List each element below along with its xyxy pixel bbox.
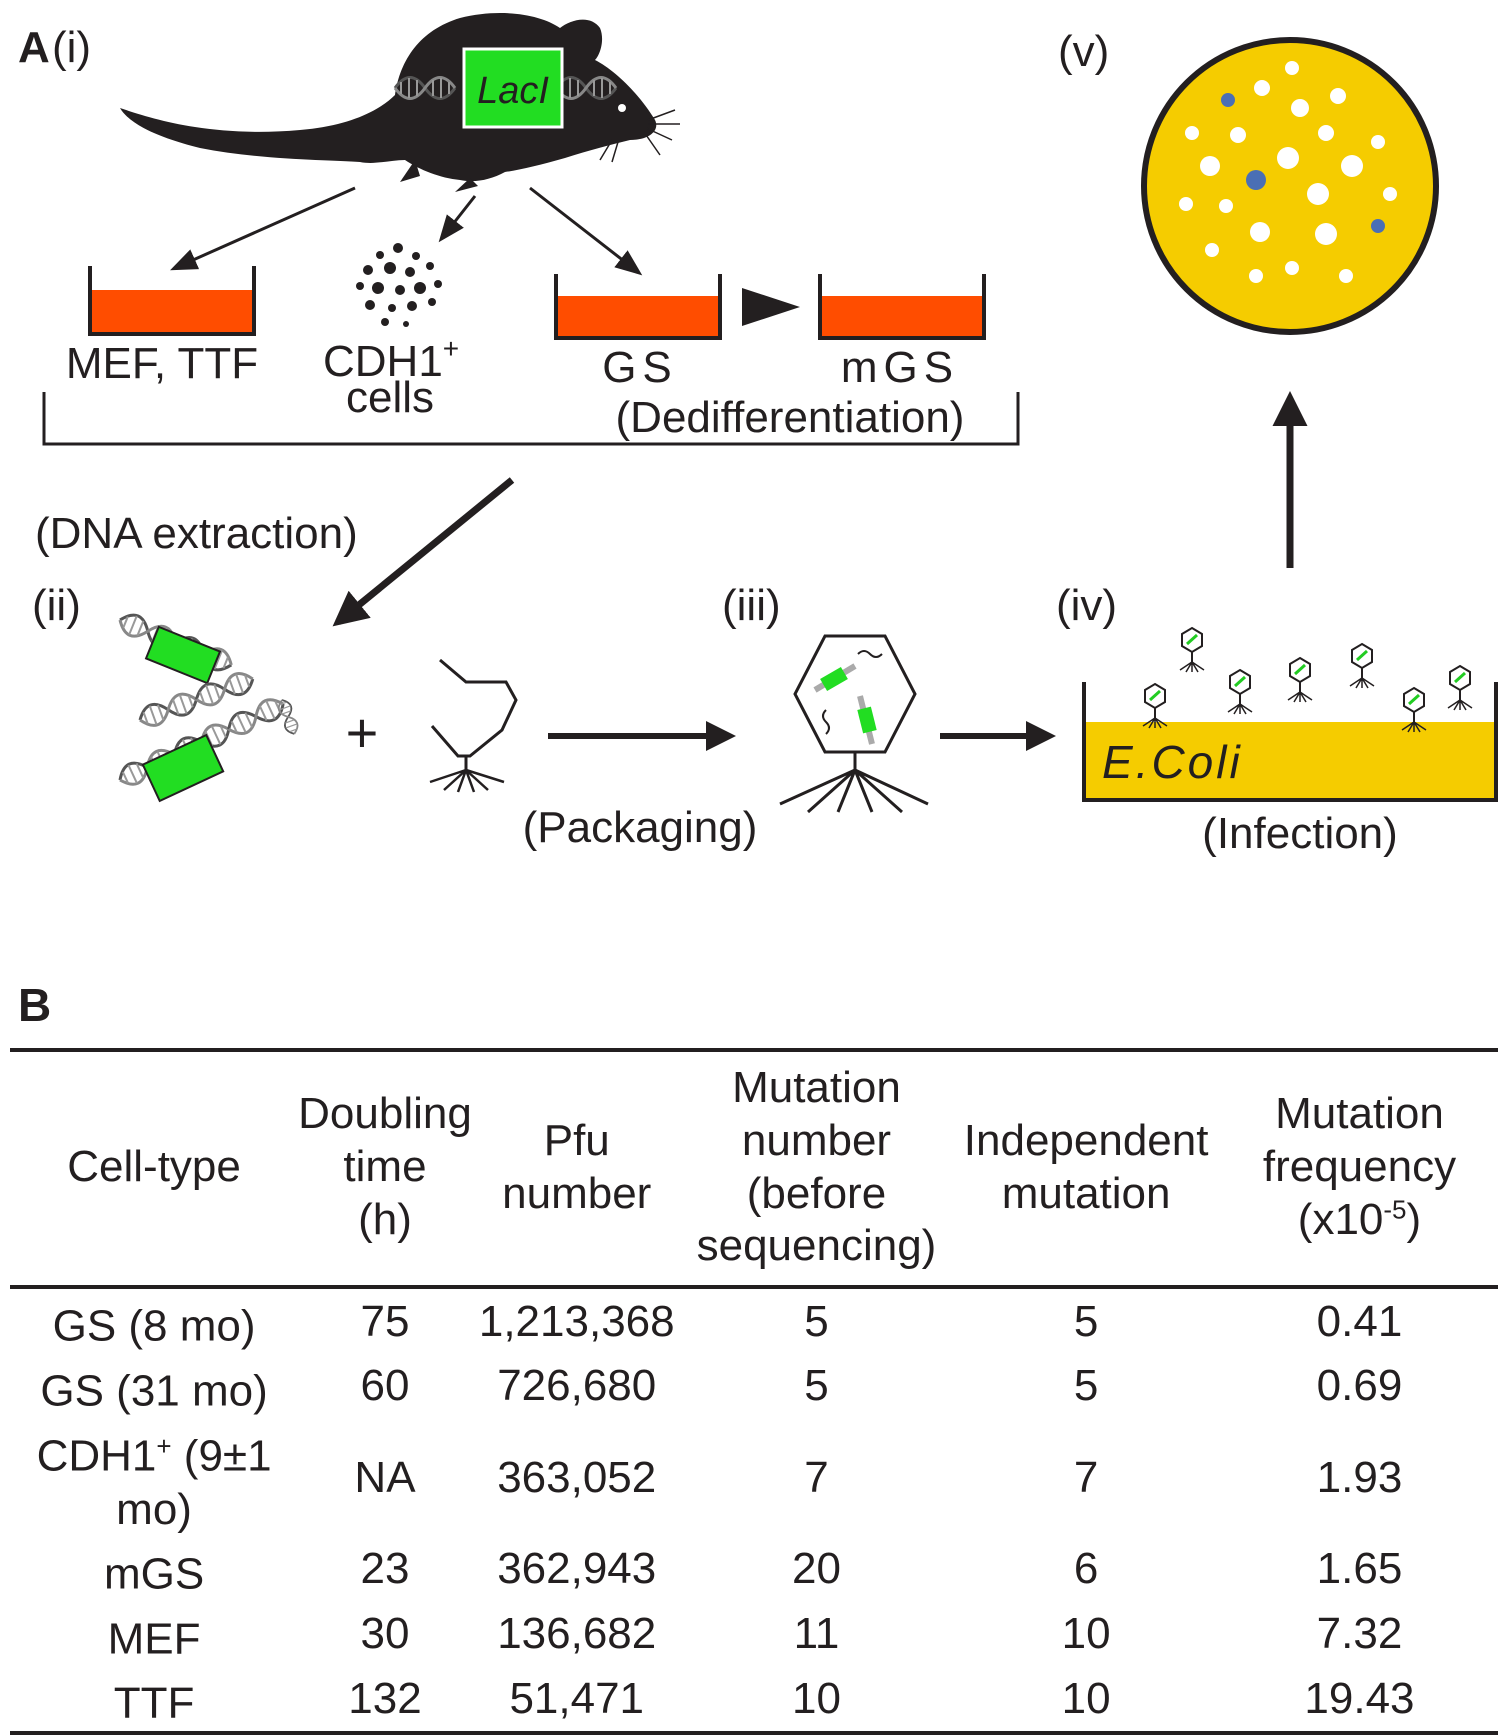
phage-particle-icon [1226, 668, 1254, 716]
cell-indep: 7 [1073, 1452, 1099, 1502]
table-row: GS (8 mo) 75 1,213,368 5 5 0.41 [10, 1287, 1498, 1354]
cell-cell: CDH1+ (9±1 mo) [36, 1430, 272, 1535]
cell-doubling: 30 [360, 1609, 410, 1659]
cell-doubling: 75 [360, 1296, 410, 1346]
grouping-bracket [42, 392, 1020, 446]
mgs-label: mGS [841, 343, 959, 392]
transgene-label: LacI [477, 70, 549, 112]
panel-a-label: A [18, 23, 50, 72]
phage-particle-icon [1286, 656, 1314, 704]
cell-indep: 10 [1061, 1673, 1111, 1723]
laci-transgene-box [462, 47, 564, 129]
dna-extraction-label: (DNA extraction) [35, 509, 358, 558]
cell-freq: 7.32 [1316, 1609, 1403, 1659]
cell-cell: MEF [107, 1614, 201, 1664]
cell-freq: 0.41 [1316, 1296, 1403, 1346]
cell-pfu: 726,680 [497, 1361, 657, 1411]
gs-label: GS [602, 343, 678, 392]
panel-b-label: B [18, 979, 52, 1031]
cell-pfu: 362,943 [497, 1544, 657, 1594]
mef-ttf-label: MEF, TTF [66, 339, 258, 388]
step-i-label: (i) [52, 23, 91, 72]
table-row: MEF 30 136,682 11 10 7.32 [10, 1602, 1498, 1667]
cdh1-label: CDH1+ [323, 333, 459, 386]
phage-particle-icon [1446, 664, 1474, 712]
table-row: mGS 23 362,943 20 6 1.65 [10, 1537, 1498, 1602]
plaque-assay-plate [1141, 37, 1439, 335]
cell-freq: 19.43 [1304, 1673, 1415, 1723]
infection-label: (Infection) [1202, 809, 1398, 858]
empty-phage-icon [429, 658, 518, 793]
cell-doubling: 23 [360, 1544, 410, 1594]
cell-freq: 0.69 [1316, 1361, 1403, 1411]
mutant-plaque [1221, 93, 1235, 107]
cell-pfu: 51,471 [509, 1673, 645, 1723]
cell-pfu: 1,213,368 [478, 1296, 675, 1346]
table-top-rule [10, 1048, 1498, 1052]
ecoli-culture-dish [1082, 682, 1498, 802]
header-cell-type: Cell-type [67, 1142, 241, 1192]
cell-mut-num: 7 [804, 1452, 829, 1502]
panel-a-schematic: LacI A (i) MEF, TTF CDH1+ cells GS mGS (… [18, 13, 1498, 858]
cdh1-cells-dots [356, 243, 442, 327]
mutant-plaque [1371, 219, 1385, 233]
table-row: GS (31 mo) 60 726,680 5 5 0.69 [10, 1354, 1498, 1419]
culture-dish-mgs [818, 274, 986, 340]
phage-particle-icon [1178, 626, 1206, 674]
cell-pfu: 136,682 [497, 1609, 657, 1659]
cell-cell: GS (31 mo) [40, 1366, 268, 1416]
culture-dish-mef-ttf [88, 266, 256, 336]
cell-mut-num: 10 [791, 1673, 841, 1723]
cell-mut-num: 20 [791, 1544, 841, 1594]
step-v-label: (v) [1058, 27, 1109, 76]
cell-doubling: 60 [360, 1361, 410, 1411]
cdh1-cells-label: cells [346, 373, 434, 422]
cell-cell: TTF [113, 1679, 195, 1729]
cell-pfu: 363,052 [497, 1452, 657, 1502]
cell-mut-num: 5 [804, 1361, 829, 1411]
table-row: CDH1+ (9±1 mo) NA 363,052 7 7 1.93 [10, 1419, 1498, 1538]
cell-freq: 1.93 [1316, 1452, 1403, 1502]
dna-extraction-arrow [332, 477, 515, 627]
culture-dish-gs [554, 274, 722, 340]
plus-sign: + [346, 701, 379, 764]
cell-cell: mGS [103, 1549, 205, 1599]
phage-particle-icon [1348, 642, 1376, 690]
mouse-illustration [120, 13, 680, 192]
cell-doubling: NA [354, 1452, 416, 1502]
cell-freq: 1.65 [1316, 1544, 1403, 1594]
phage-particle-icon [1141, 682, 1169, 730]
genomic-dna-fragments [114, 608, 302, 803]
cell-indep: 5 [1073, 1296, 1099, 1346]
cell-indep: 10 [1061, 1609, 1111, 1659]
cell-indep: 5 [1073, 1361, 1099, 1411]
step-iii-label: (iii) [722, 581, 781, 630]
cell-mut-num: 5 [804, 1296, 829, 1346]
cell-mut-num: 11 [793, 1609, 840, 1659]
cell-doubling: 132 [348, 1673, 422, 1723]
dedifferentiation-arrowhead [742, 288, 800, 326]
step-ii-label: (ii) [32, 581, 81, 630]
ecoli-label: E.Coli [1102, 736, 1243, 788]
cell-cell: GS (8 mo) [52, 1301, 256, 1351]
table-row: TTF 132 51,471 10 10 19.43 [10, 1666, 1498, 1733]
step-iv-label: (iv) [1056, 581, 1117, 630]
packaged-phage-icon [779, 634, 929, 814]
packaging-label: (Packaging) [523, 803, 758, 852]
cell-indep: 6 [1073, 1544, 1099, 1594]
mutant-plaque [1246, 170, 1266, 190]
dedifferentiation-label: (Dedifferentiation) [616, 393, 965, 442]
